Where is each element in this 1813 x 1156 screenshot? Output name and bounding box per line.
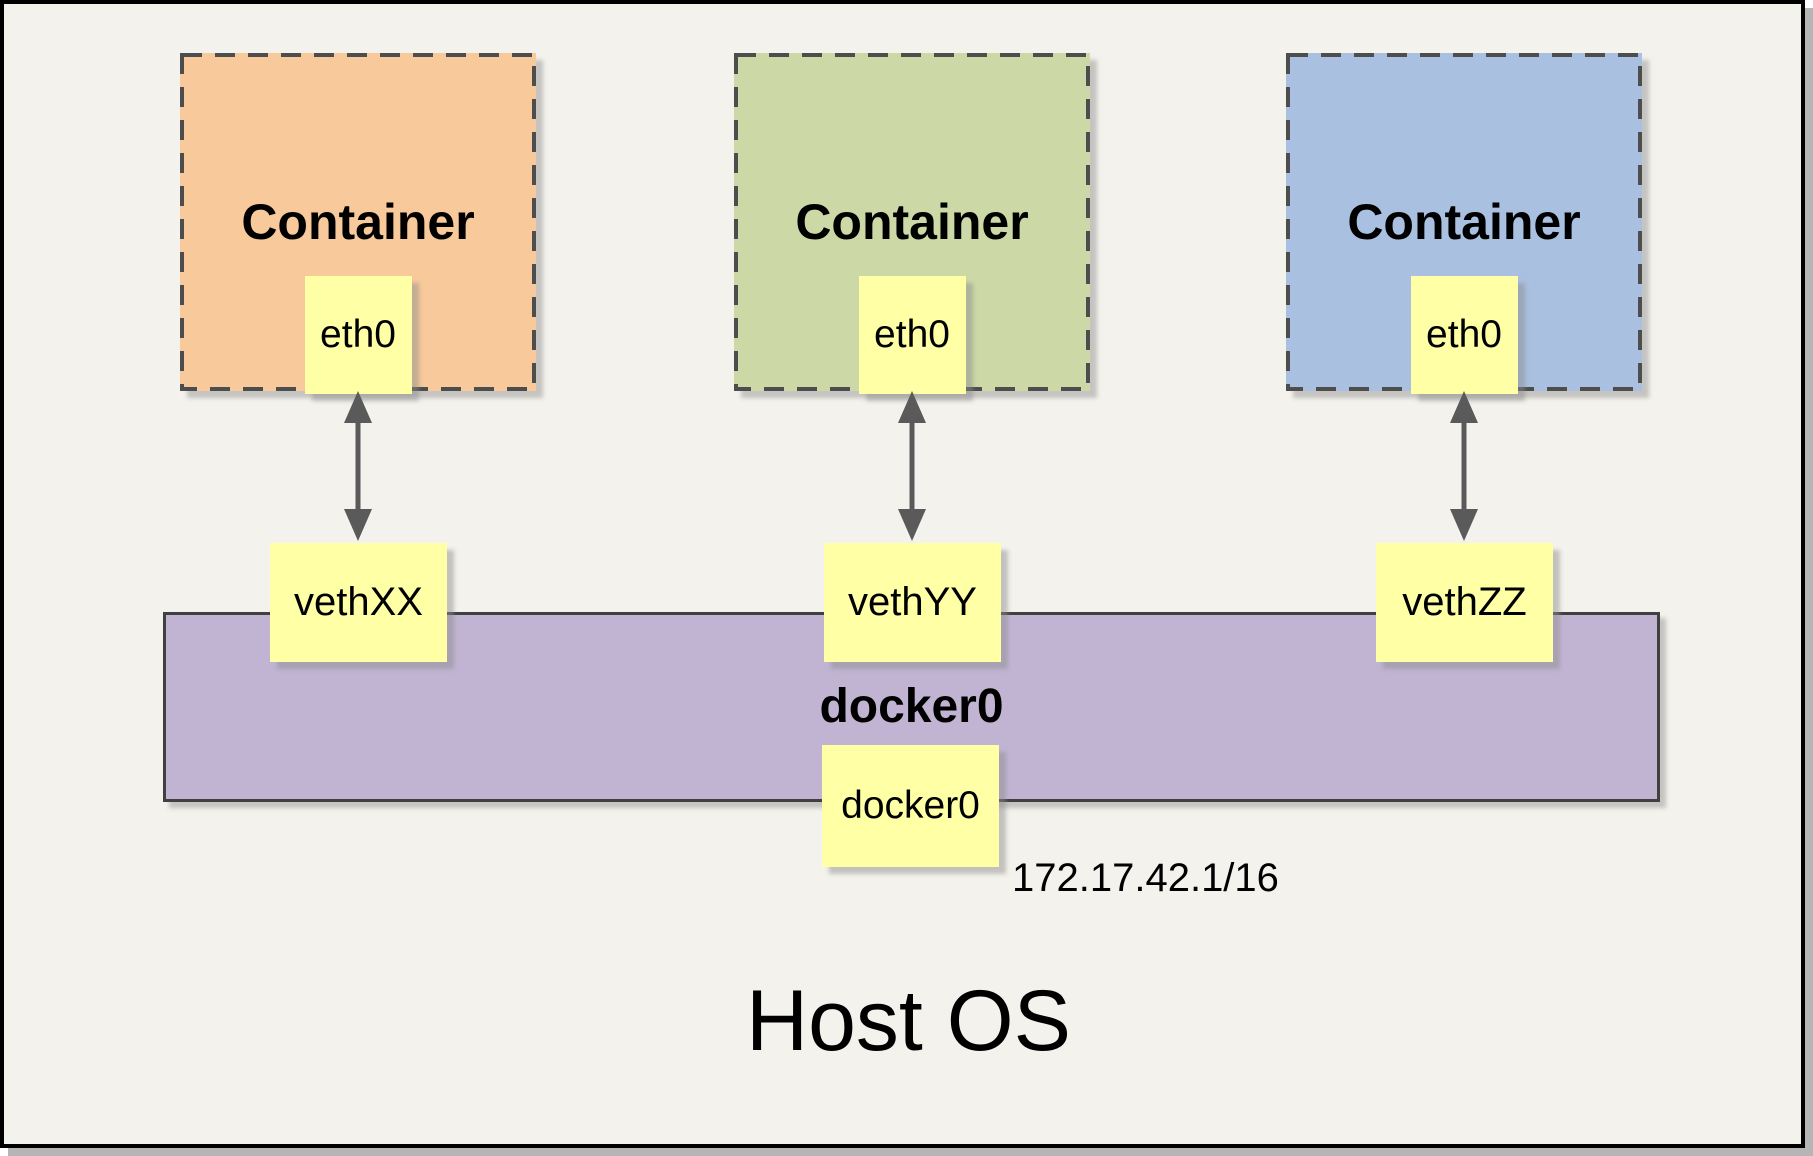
- vethyy-label: vethYY: [848, 580, 977, 624]
- container-2-eth0-label: eth0: [874, 313, 950, 356]
- bidirectional-arrow-2: [898, 391, 926, 541]
- container-1-eth0-label: eth0: [320, 313, 396, 356]
- vethyy-note: vethYY: [824, 543, 1001, 662]
- container-1-label: Container: [241, 194, 475, 250]
- docker0-interface-note: docker0: [822, 745, 999, 867]
- vethzz-note: vethZZ: [1376, 543, 1553, 662]
- container-box-1: Container eth0: [180, 53, 536, 394]
- container-2-label: Container: [795, 194, 1029, 250]
- docker0-interface-label: docker0: [841, 784, 980, 827]
- vethxx-label: vethXX: [294, 580, 423, 624]
- container-3-eth0-label: eth0: [1426, 313, 1502, 356]
- container-box-3: Container eth0: [1286, 53, 1642, 394]
- bidirectional-arrow-3: [1450, 391, 1478, 541]
- host-os-label: Host OS: [746, 973, 1071, 1069]
- docker0-bridge-label: docker0: [819, 680, 1004, 733]
- container-1-eth0-note: eth0: [304, 276, 412, 394]
- container-2-eth0-note: eth0: [858, 276, 966, 394]
- vethxx-note: vethXX: [270, 543, 447, 662]
- bridge-ip-address: 172.17.42.1/16: [1012, 856, 1279, 900]
- bidirectional-arrow-1: [344, 391, 372, 541]
- container-3-label: Container: [1347, 194, 1581, 250]
- container-box-2: Container eth0: [734, 53, 1090, 394]
- vethzz-label: vethZZ: [1402, 580, 1527, 624]
- container-3-eth0-note: eth0: [1410, 276, 1518, 394]
